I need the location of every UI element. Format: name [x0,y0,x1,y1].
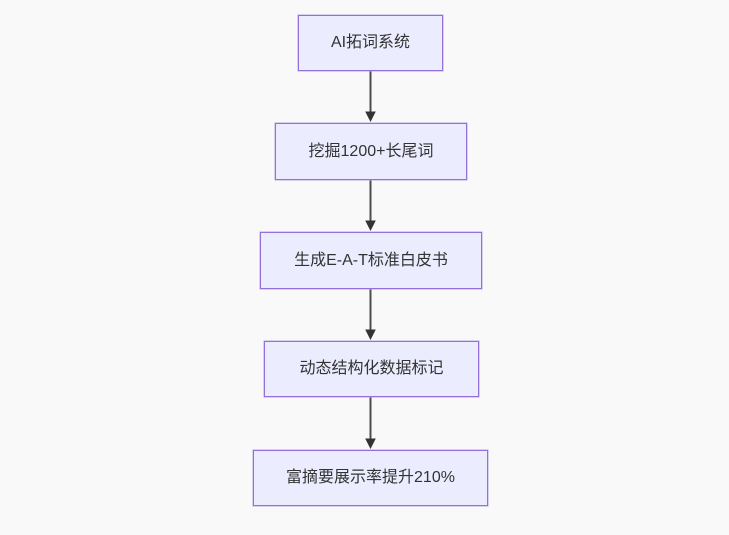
edge-arrow-step1-step2 [365,71,376,122]
edge-arrow-step3-step4 [365,289,376,340]
edge-arrow-step4-step5 [365,397,376,449]
flow-node-step-3: 生成E-A-T标准白皮书 [260,232,482,289]
flow-node-step-4: 动态结构化数据标记 [264,341,479,397]
flow-node-step-5: 富摘要展示率提升210% [253,450,488,506]
flow-node-step-2: 挖掘1200+长尾词 [275,123,467,180]
flow-node-step-1: AI拓词系统 [298,15,443,71]
edge-arrow-step2-step3 [365,180,376,231]
